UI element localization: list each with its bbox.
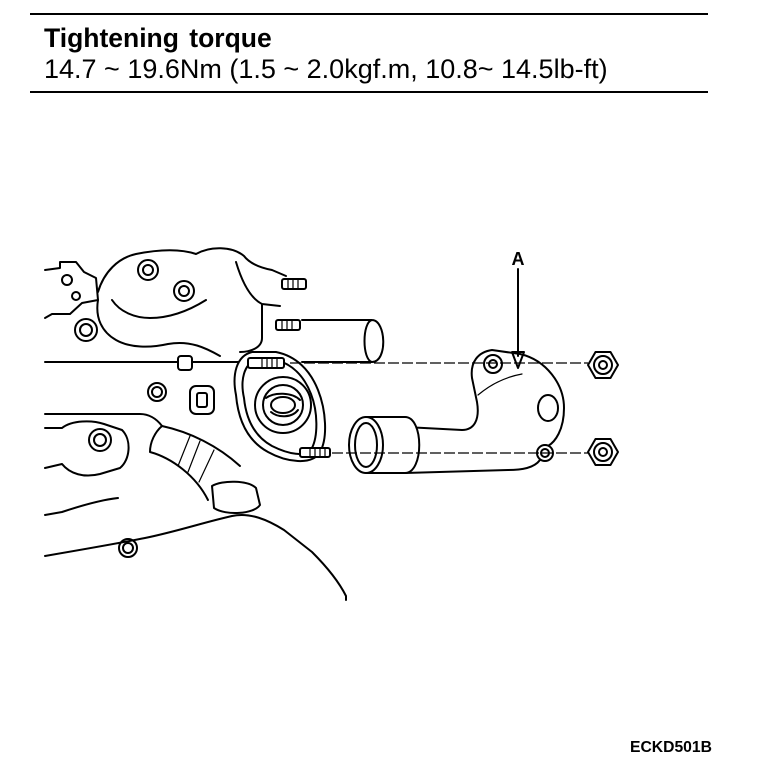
- nut-chamfer: [593, 442, 613, 462]
- torque-spec: 14.7 ~ 19.6Nm (1.5 ~ 2.0kgf.m, 10.8~ 14.…: [44, 54, 608, 84]
- engine-block-upper-detail: [235, 261, 281, 353]
- pipe-end-opening: [354, 422, 378, 468]
- engine-boss-outer: [137, 259, 159, 281]
- lower-fitting-hole-outer: [88, 428, 112, 452]
- callout-a: [511, 268, 525, 369]
- engine-block: [44, 247, 385, 601]
- engine-boss-cylinder: [301, 319, 385, 363]
- heater-pipe: [44, 361, 246, 427]
- fitting-outlet: [537, 394, 559, 422]
- bracket-hole: [71, 291, 81, 301]
- engine-hole-outer: [74, 318, 98, 342]
- lower-boss: [211, 480, 261, 514]
- engine-stud: [281, 278, 307, 290]
- coolant-hose: [149, 425, 241, 501]
- lower-nut: [587, 438, 619, 466]
- hose-clamp: [189, 385, 215, 415]
- engine-bottom-hole-inner: [122, 542, 134, 554]
- engine-block-top-edge: [97, 247, 287, 293]
- engine-boss-inner: [178, 285, 190, 297]
- engine-bracket: [44, 261, 99, 319]
- lower-fitting-hole-inner: [93, 433, 107, 447]
- nut-chamfer: [593, 355, 613, 375]
- thermostat-seat: [233, 351, 331, 462]
- callout-arrowhead: [511, 351, 525, 369]
- thermostat-valve: [270, 396, 296, 414]
- figure-code: ECKD501B: [630, 739, 712, 756]
- torque-heading: Tightening torque: [44, 23, 272, 53]
- bottom-rule: [30, 91, 708, 93]
- engine-bottom-edge: [44, 514, 347, 601]
- engine-stud-thread: [287, 278, 299, 290]
- callout-label: A: [512, 249, 525, 269]
- water-inlet-fitting: [348, 349, 565, 474]
- nut-bore: [598, 360, 608, 370]
- engine-boss-outer: [173, 280, 195, 302]
- upper-nut: [587, 351, 619, 379]
- pipe-boss-outer: [147, 382, 167, 402]
- nut-bore: [598, 447, 608, 457]
- engine-boss-inner: [142, 264, 154, 276]
- hose-clamp-slot: [196, 392, 208, 408]
- thermostat-frame: [265, 392, 301, 418]
- engine-side-contour: [96, 299, 221, 357]
- engine-stud: [275, 319, 301, 331]
- bolt-head: [177, 355, 193, 371]
- engine-left-lower-edge: [44, 497, 119, 516]
- fitting-upper-hole: [488, 359, 498, 369]
- lower-fitting: [44, 420, 130, 477]
- lower-stud-thread: [309, 447, 326, 458]
- engine-block-inner-contour: [111, 299, 207, 319]
- coolant-hose-ribs: [177, 435, 215, 483]
- engine-stud-thread: [281, 319, 293, 331]
- engine-hole-inner: [79, 323, 93, 337]
- fitting-inner-contour: [477, 373, 523, 396]
- upper-stud-thread: [261, 357, 278, 369]
- upper-stud: [247, 357, 285, 369]
- top-rule: [30, 13, 708, 15]
- fitting-upper-ear: [483, 354, 503, 374]
- thermostat-inner: [262, 384, 304, 426]
- pipe-boss-inner: [151, 386, 163, 398]
- gasket-inner: [241, 359, 318, 455]
- bracket-hole: [61, 274, 73, 286]
- engine-bottom-hole-outer: [118, 538, 138, 558]
- fitting-body: [404, 349, 565, 474]
